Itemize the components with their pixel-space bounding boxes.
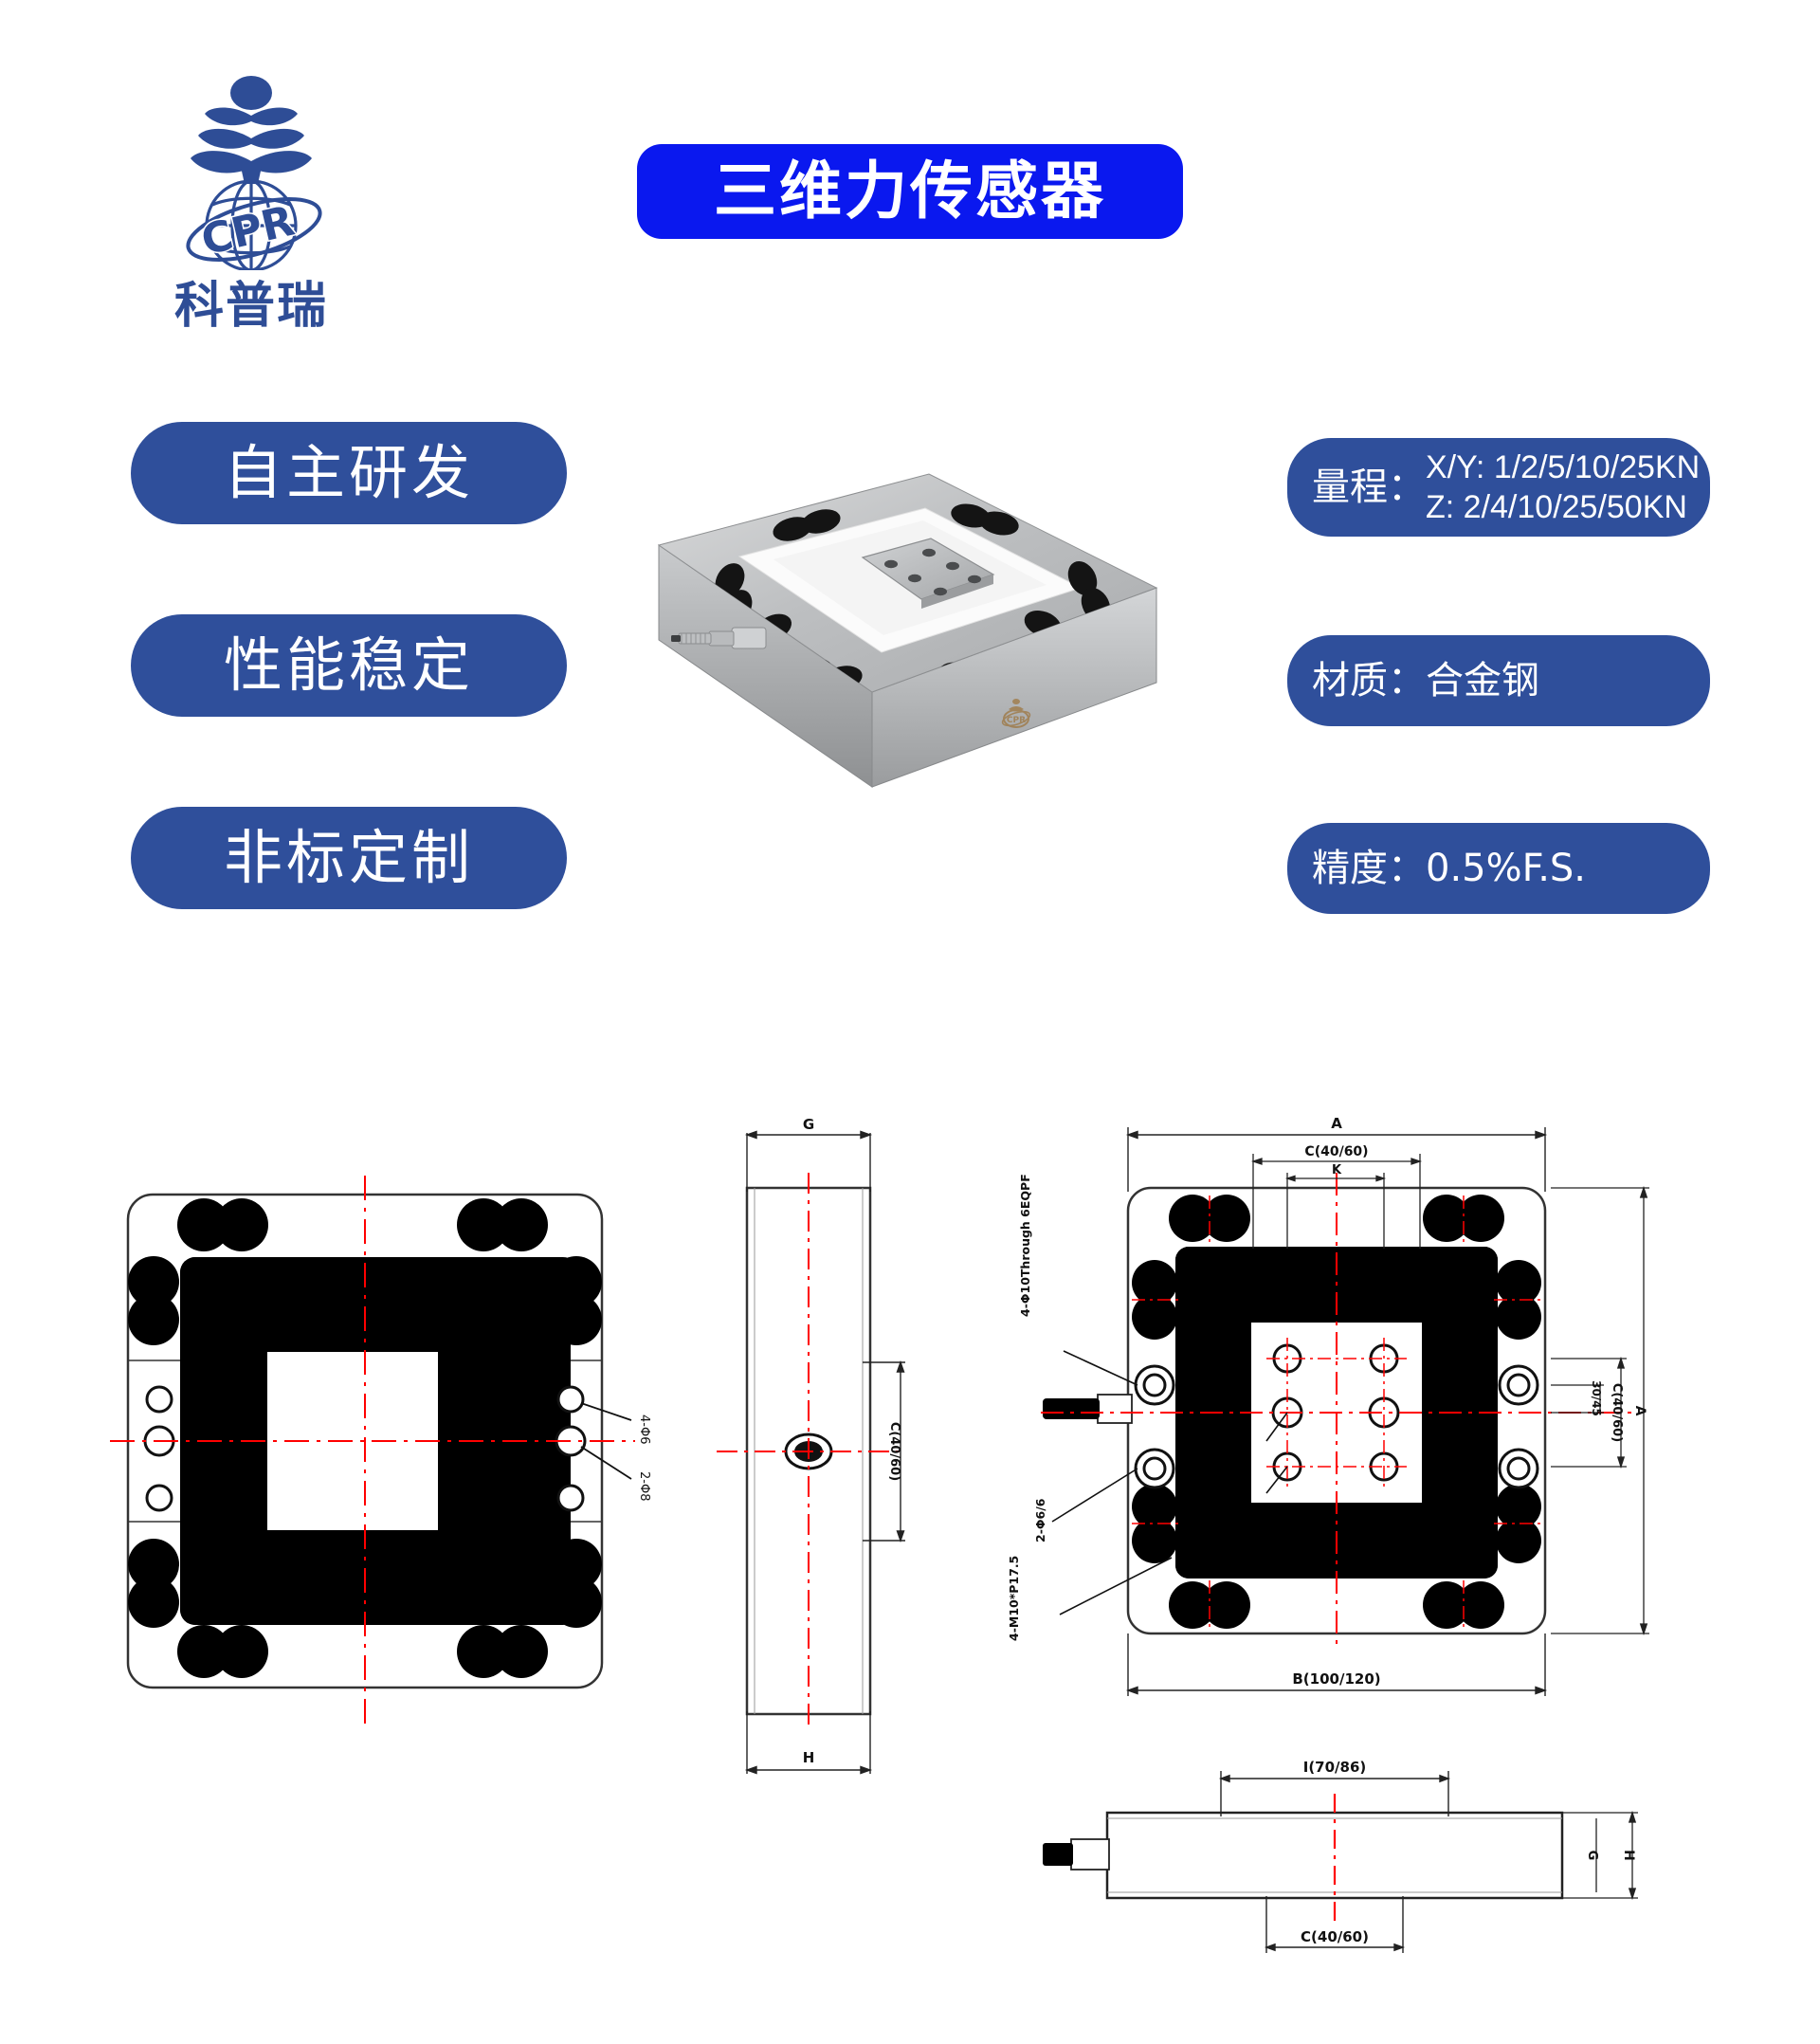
dim-C-right: C(40/60) (1610, 1383, 1624, 1442)
dim-A-right: A (1632, 1406, 1647, 1416)
spec-badge-material: 材质： 合金钢 (1287, 635, 1710, 726)
drawing-top-view: A C(40/60) K (986, 1114, 1668, 1730)
product-photo: CPR (588, 417, 1213, 910)
brand-logo: CPR 科普瑞 (142, 66, 360, 341)
feature-badge-2: 性能稳定 (131, 614, 567, 717)
dim-B: B(100/120) (1292, 1670, 1380, 1688)
spec-range-z: Z: 2/4/10/25/50KN (1426, 489, 1687, 525)
drawing-front-view: I(70/86) C(40/60) H G (1043, 1744, 1649, 1981)
svg-text:CPR: CPR (1007, 716, 1026, 725)
dim-C-front: C(40/60) (1301, 1928, 1369, 1945)
dim-30-45: 30/45 (1590, 1380, 1603, 1416)
dim-H-front: H (1621, 1850, 1636, 1861)
feature-label: 自主研发 (223, 438, 474, 507)
page-title-text: 三维力传感器 (714, 155, 1106, 228)
callout-2-phi8: 2-Φ8 (637, 1471, 651, 1501)
page-title: 三维力传感器 (637, 144, 1183, 239)
dim-K: K (1332, 1163, 1342, 1177)
callout-4-phi6: 4-Φ6 (637, 1414, 651, 1444)
spec-badge-accuracy: 精度： 0.5%F.S. (1287, 823, 1710, 914)
drawing-side-view: G H C(40/60) (711, 1114, 929, 1787)
dim-G-front: G (1585, 1851, 1599, 1861)
callout-4-phi10-through: 4-Φ10Through 6EQPF (1018, 1174, 1032, 1317)
feature-label: 非标定制 (223, 823, 474, 892)
brand-name: 科普瑞 (173, 278, 328, 335)
callout-2-phi6: 2-Φ6/6 (1033, 1498, 1047, 1542)
dim-C: C(40/60) (887, 1422, 901, 1481)
feature-badge-3: 非标定制 (131, 807, 567, 909)
dim-H: H (803, 1749, 815, 1766)
spec-material-label: 材质： (1312, 659, 1426, 703)
feature-label: 性能稳定 (223, 630, 474, 700)
spec-range-label: 量程： (1312, 465, 1426, 509)
dim-G: G (803, 1116, 814, 1133)
spec-material-value: 合金钢 (1426, 659, 1539, 703)
drawing-bottom-view: 4-Φ6 2-Φ8 (104, 1166, 654, 1735)
spec-badge-range: 量程： X/Y: 1/2/5/10/25KN Z: 2/4/10/25/50KN (1287, 438, 1710, 537)
spec-range-xy: X/Y: 1/2/5/10/25KN (1426, 448, 1701, 485)
spec-accuracy-value: 0.5%F.S. (1426, 847, 1587, 890)
feature-badge-1: 自主研发 (131, 422, 567, 524)
spec-accuracy-label: 精度： (1312, 847, 1426, 890)
callout-4-m10: 4-M10*P17.5 (1007, 1556, 1021, 1641)
cpr-globe-pinecone-logo: CPR (142, 66, 360, 272)
dim-I: I(70/86) (1303, 1759, 1367, 1776)
dim-A-top: A (1331, 1115, 1342, 1132)
dim-C-top: C(40/60) (1304, 1144, 1368, 1159)
engraved-logo: CPR (1001, 699, 1031, 728)
